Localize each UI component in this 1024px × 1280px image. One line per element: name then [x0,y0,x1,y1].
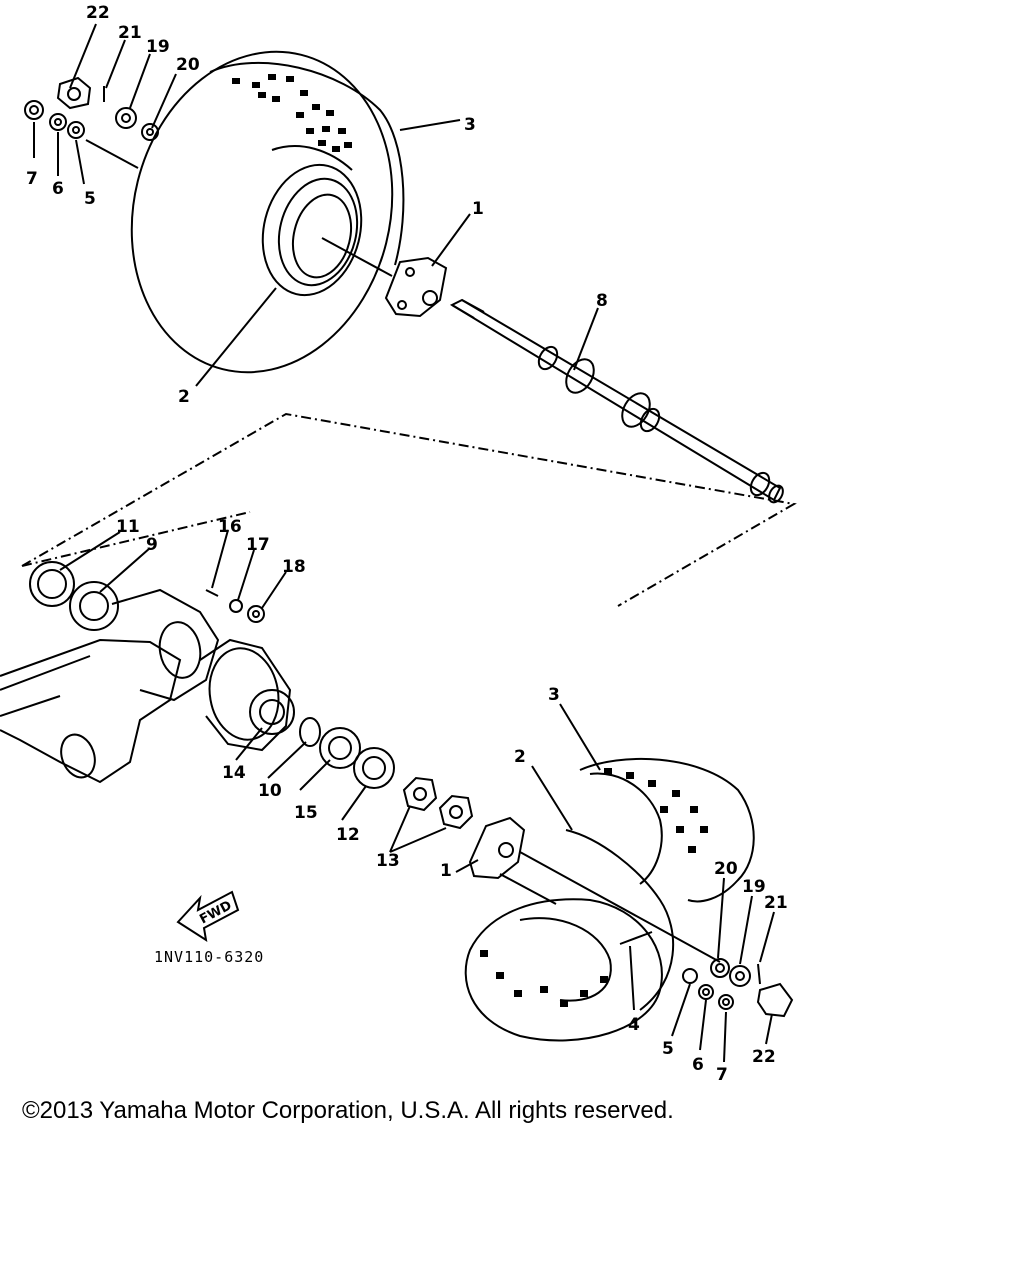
callout-9: 9 [146,535,158,555]
callout-7-upper: 7 [26,169,38,189]
callout-21-upper: 21 [118,23,142,43]
lower-tire [464,757,755,1042]
axle-housing [0,588,292,784]
callout-3-upper: 3 [464,115,476,135]
callout-11: 11 [116,517,140,537]
lower-hardware [619,931,794,1018]
callout-4: 4 [628,1015,640,1035]
callout-7-lower: 7 [716,1065,728,1080]
callout-18: 18 [282,557,306,577]
lower-hub-flange [468,816,721,963]
callout-15: 15 [294,803,318,823]
fwd-label: FWD [197,898,234,927]
callout-5-lower: 5 [662,1039,674,1059]
upper-hardware [24,76,159,169]
callout-6-upper: 6 [52,179,64,199]
callout-14: 14 [222,763,246,783]
callout-20-lower: 20 [714,859,738,879]
callout-1-upper: 1 [472,199,484,219]
callout-22-upper: 22 [86,3,110,23]
callout-10: 10 [258,781,282,801]
callout-1-lower: 1 [440,861,452,881]
diagram-code: 1NV110-6320 [154,948,264,966]
callout-20-upper: 20 [176,55,200,75]
callout-19-upper: 19 [146,37,170,57]
callout-6-lower: 6 [692,1055,704,1075]
callout-5-upper: 5 [84,189,96,209]
callout-16: 16 [218,517,242,537]
callout-2-upper: 2 [178,387,190,407]
callout-12: 12 [336,825,360,845]
callout-19-lower: 19 [742,877,766,897]
callout-21-lower: 21 [764,893,788,913]
callout-3-lower: 3 [548,685,560,705]
upper-tire [130,50,405,374]
axle-shaft [449,298,784,504]
copyright-notice: ©2013 Yamaha Motor Corporation, U.S.A. A… [22,1097,674,1124]
exploded-parts-diagram: 22 21 19 20 3 7 6 5 1 8 2 11 9 16 17 18 … [0,3,797,1080]
callout-8: 8 [596,291,608,311]
callout-22-lower: 22 [752,1047,776,1067]
hub-bearings [29,561,474,830]
upper-hub-flange [321,237,448,318]
callout-2-lower: 2 [514,747,526,767]
fwd-arrow [176,890,240,943]
callout-13: 13 [376,851,400,871]
callout-17: 17 [246,535,270,555]
